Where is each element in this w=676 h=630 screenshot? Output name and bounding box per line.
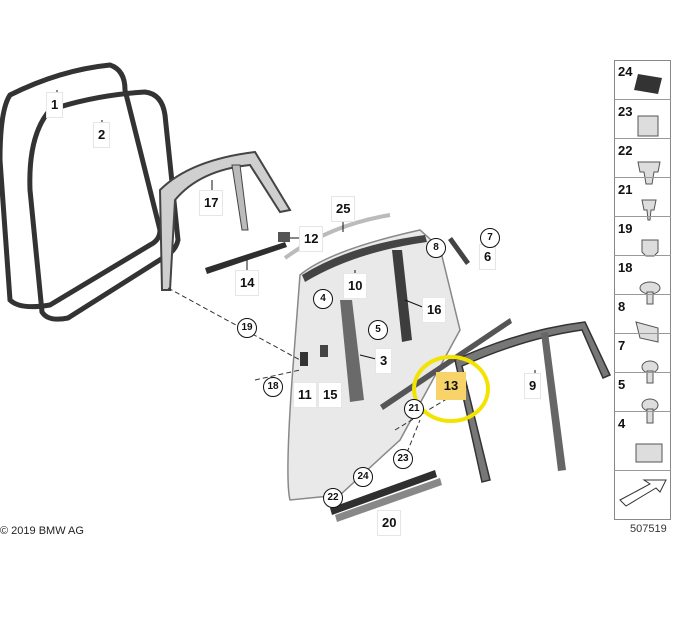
- bolt-shaft-18: [646, 291, 654, 305]
- callout-25[interactable]: 25: [331, 196, 356, 222]
- legend-cell: 22: [614, 138, 671, 178]
- pillar-3: [340, 300, 364, 402]
- frame-9: [454, 321, 612, 483]
- circled-callout-24[interactable]: 24: [353, 467, 373, 487]
- circled-callout-8[interactable]: 8: [426, 238, 446, 258]
- highlight-ring: [412, 355, 490, 423]
- circled-callout-4[interactable]: 4: [313, 289, 333, 309]
- strip-22: [330, 470, 437, 515]
- legend-cell: 18: [614, 255, 671, 295]
- callout-20[interactable]: 20: [377, 510, 402, 536]
- screw-shaft-7: [646, 370, 654, 384]
- legend-num: 18: [618, 260, 633, 275]
- channel-10: [302, 235, 427, 282]
- legend-cell: 8: [614, 294, 671, 334]
- rail-16: [392, 250, 412, 342]
- strip-14: [205, 242, 287, 274]
- document-number: 507519: [630, 523, 667, 535]
- circled-callout-19[interactable]: 19: [237, 318, 257, 338]
- callout-10[interactable]: 10: [343, 273, 368, 299]
- legend-num: 4: [618, 416, 626, 431]
- legend-cell: 23: [614, 99, 671, 139]
- callout-3[interactable]: 3: [375, 348, 393, 374]
- bracket-icon: [635, 321, 659, 343]
- pad-icon: [634, 74, 662, 94]
- callout-16[interactable]: 16: [422, 297, 447, 323]
- part-15: [320, 345, 328, 357]
- clip-icon-19: [641, 239, 659, 257]
- parts-legend: 24 23 22 21 19 18 8 7 5 4: [614, 60, 671, 520]
- circled-callout-22[interactable]: 22: [323, 488, 343, 508]
- legend-frame: [614, 60, 671, 520]
- legend-num: 21: [618, 182, 633, 197]
- legend-cell-arrow: [614, 470, 671, 510]
- legend-cell: 21: [614, 177, 671, 217]
- push-clip-icon: [637, 161, 661, 185]
- window-frame-17: [158, 150, 292, 291]
- legend-cell: 7: [614, 333, 671, 373]
- callout-17[interactable]: 17: [199, 190, 224, 216]
- nut-icon: [635, 443, 663, 463]
- circled-callout-18[interactable]: 18: [263, 377, 283, 397]
- legend-num: 8: [618, 299, 626, 314]
- callout-14[interactable]: 14: [235, 270, 260, 296]
- legend-num: 23: [618, 104, 633, 119]
- circled-callout-21[interactable]: 21: [404, 399, 424, 419]
- callout-12[interactable]: 12: [299, 226, 324, 252]
- circled-callout-23[interactable]: 23: [393, 449, 413, 469]
- legend-num: 7: [618, 338, 626, 353]
- strip-20: [335, 478, 442, 522]
- frame-9-inner: [541, 332, 566, 471]
- door-seal-1: [0, 62, 163, 310]
- clip-icon: [637, 115, 659, 137]
- part-12: [278, 232, 290, 242]
- callout-13-highlighted[interactable]: 13: [436, 372, 466, 400]
- callout-11[interactable]: 11: [293, 382, 317, 408]
- screw-shaft-5: [646, 408, 654, 424]
- callout-2[interactable]: 2: [93, 122, 111, 148]
- copyright: © 2019 BMW AG: [0, 525, 84, 537]
- circled-callout-5[interactable]: 5: [368, 320, 388, 340]
- legend-cell: 5: [614, 372, 671, 412]
- legend-num: 19: [618, 221, 633, 236]
- callout-15[interactable]: 15: [318, 382, 343, 408]
- legend-cell: 4: [614, 411, 671, 451]
- frame-post: [231, 164, 249, 231]
- seal-25: [283, 213, 391, 260]
- legend-num: 24: [618, 64, 633, 79]
- legend-num: 5: [618, 377, 626, 392]
- callout-1[interactable]: 1: [46, 92, 64, 118]
- screw-icon-21: [641, 199, 657, 221]
- callout-9[interactable]: 9: [524, 373, 542, 399]
- legend-cell: 24: [614, 60, 671, 99]
- legend-num: 22: [618, 143, 633, 158]
- part-6: [448, 237, 470, 265]
- part-11: [300, 352, 308, 366]
- legend-cell: 19: [614, 216, 671, 256]
- direction-arrow-icon: [619, 479, 667, 507]
- circled-callout-7[interactable]: 7: [480, 228, 500, 248]
